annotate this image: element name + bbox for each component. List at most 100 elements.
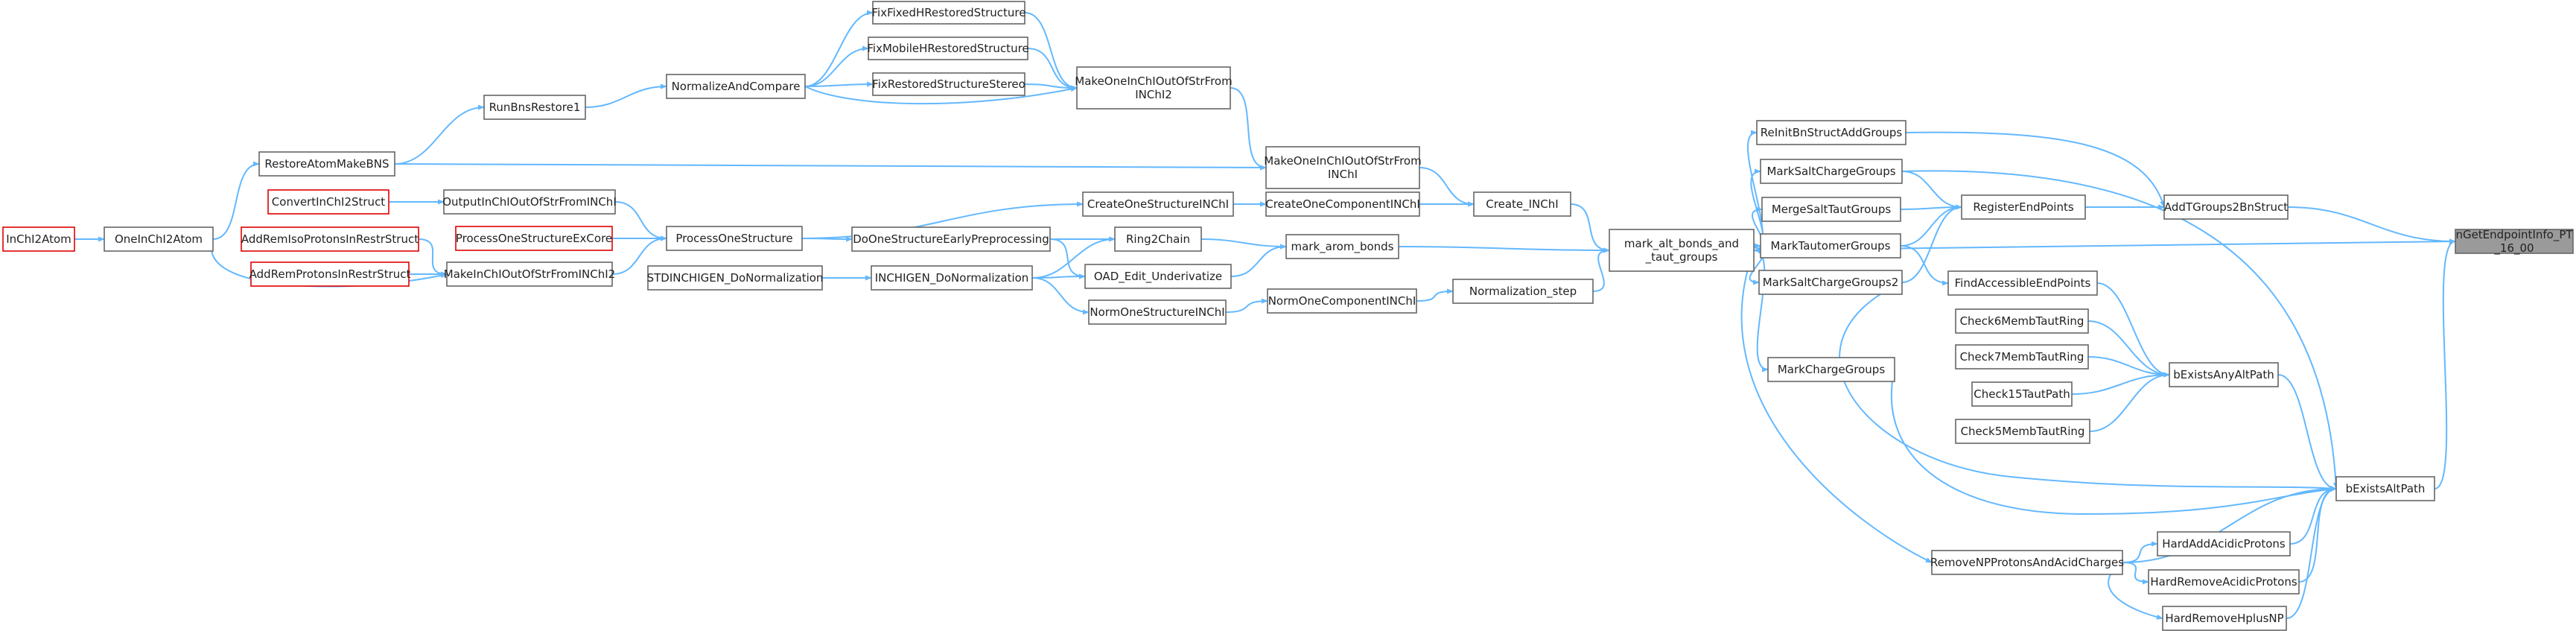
function-node[interactable]: ConvertInChI2Struct: [267, 189, 389, 215]
edge-line: [1027, 48, 1078, 91]
node-label: MergeSaltTautGroups: [1772, 203, 1892, 216]
function-node[interactable]: bExistsAnyAltPath: [2169, 362, 2279, 387]
edge-n12-n14: [418, 238, 448, 277]
function-node[interactable]: mark_arom_bonds: [1285, 234, 1399, 259]
function-node[interactable]: ProcessOneStructureExCore: [455, 226, 613, 251]
function-node[interactable]: AddTGroups2BnStruct: [2163, 194, 2289, 220]
edge-line: [1031, 277, 1090, 315]
function-node[interactable]: ReInitBnStructAddGroups: [1756, 120, 1906, 145]
node-box: [1767, 357, 1895, 382]
function-node[interactable]: RestoreAtomMakeBNS: [258, 151, 395, 177]
function-node[interactable]: NormOneStructureINChI: [1088, 299, 1227, 325]
function-node[interactable]: HardRemoveAcidicProtons: [2148, 569, 2300, 594]
node-label: FixMobileHRestoredStructure: [867, 42, 1028, 55]
function-node[interactable]: CreateOneComponentINChI: [1265, 191, 1420, 217]
function-node[interactable]: FixFixedHRestoredStructure: [872, 1, 1026, 25]
node-label: FindAccessibleEndPoints: [1955, 276, 2091, 290]
edge-n39-n43: [2087, 320, 2170, 378]
edge-n2-n3: [394, 104, 485, 165]
function-node[interactable]: Ring2Chain: [1114, 226, 1202, 252]
function-node[interactable]: HardAddAcidicProtons: [2157, 531, 2291, 557]
function-node[interactable]: AddRemProtonsInRestrStruct: [249, 261, 411, 287]
function-node[interactable]: Create_INChI: [1473, 191, 1571, 217]
function-node[interactable]: FixMobileHRestoredStructure: [867, 37, 1029, 60]
function-node[interactable]: AddRemIsoProtonsInRestrStruct: [241, 226, 419, 252]
node-label: CreateOneStructureINChI: [1087, 197, 1229, 211]
node-label: bExistsAnyAltPath: [2173, 368, 2274, 381]
function-node[interactable]: Check6MembTautRing: [1955, 308, 2089, 334]
function-node[interactable]: MarkSaltChargeGroups2: [1758, 270, 1903, 295]
edge-n26-n28: [1416, 288, 1454, 302]
node-label: ProcessOneStructureExCore: [456, 232, 612, 245]
node-label: INCHIGEN_DoNormalization: [875, 271, 1029, 285]
node-label: MarkTautomerGroups: [1771, 239, 1891, 253]
edge-n46-n47: [2286, 486, 2337, 619]
node-label: OAD_Edit_Underivatize: [1094, 270, 1222, 284]
node-label: ReInitBnStructAddGroups: [1761, 126, 1903, 139]
edge-n40-n43: [2087, 356, 2170, 378]
node-box: [483, 95, 586, 120]
function-node[interactable]: ProcessOneStructure: [666, 226, 803, 251]
node-box: [1756, 120, 1906, 145]
edge-n33-n38: [1900, 245, 1949, 286]
node-box: [666, 226, 803, 251]
function-node[interactable]: Check5MembTautRing: [1955, 419, 2090, 444]
edges-layer: [74, 10, 2456, 620]
function-node[interactable]: NormalizeAndCompare: [666, 74, 806, 99]
node-box: [2455, 229, 2574, 254]
function-node[interactable]: OutputInChIOutOfStrFromINChI: [442, 189, 617, 215]
edge-line: [2122, 486, 2337, 563]
function-node[interactable]: MergeSaltTautGroups: [1761, 197, 1901, 222]
node-box: [443, 189, 616, 215]
function-node[interactable]: OneInChI2Atom: [104, 226, 214, 252]
function-node[interactable]: DoOneStructureEarlyPreprocessing: [851, 226, 1051, 252]
function-node[interactable]: bExistsAltPath: [2335, 476, 2435, 501]
function-node[interactable]: FindAccessibleEndPoints: [1947, 270, 2098, 296]
edge-line: [804, 86, 1078, 105]
edge-n16-n20: [801, 201, 1084, 239]
function-node[interactable]: INCHIGEN_DoNormalization: [871, 265, 1033, 291]
edge-line: [1570, 203, 1610, 253]
node-label: NormOneStructureINChI: [1090, 305, 1224, 319]
edge-n7-n8: [1024, 83, 1078, 91]
function-node[interactable]: FixRestoredStructureStereo: [872, 72, 1025, 96]
edge-line: [1890, 369, 2337, 516]
edge-n4-n6: [804, 45, 869, 87]
function-node[interactable]: Check7MembTautRing: [1955, 344, 2089, 370]
node-box: [267, 189, 389, 215]
function-node[interactable]: NormOneComponentINChI: [1267, 288, 1417, 314]
function-node[interactable]: STDINCHIGEN_DoNormalization: [647, 265, 824, 291]
function-node[interactable]: MarkTautomerGroups: [1760, 233, 1901, 259]
function-node[interactable]: mark_alt_bonds_and_taut_groups: [1609, 229, 1755, 272]
edge-line: [2122, 562, 2149, 585]
edge-n4-n5: [804, 10, 874, 87]
edge-line: [394, 104, 485, 165]
edge-line: [1901, 170, 2339, 489]
edge-n18-n22: [1031, 273, 1086, 279]
node-label: RunBnsRestore1: [489, 101, 581, 114]
function-node[interactable]: RegisterEndPoints: [1961, 194, 2086, 220]
node-box: [1285, 234, 1399, 259]
function-node[interactable]: MarkSaltChargeGroups: [1760, 159, 1903, 184]
function-node[interactable]: CreateOneStructureINChI: [1082, 191, 1234, 217]
node-label: FixFixedHRestoredStructure: [872, 6, 1026, 19]
function-node[interactable]: OAD_Edit_Underivatize: [1084, 264, 1232, 289]
function-node[interactable]: MakeInChIOutOfStrFromINChI2: [444, 261, 615, 287]
function-node[interactable]: InChI2Atom: [2, 226, 75, 252]
node-box: [2, 226, 75, 252]
function-node[interactable]: MarkChargeGroups: [1767, 357, 1895, 382]
function-node[interactable]: RemoveNPProtonsAndAcidCharges: [1930, 550, 2124, 575]
function-node[interactable]: RunBnsRestore1: [483, 95, 586, 120]
node-label: RemoveNPProtonsAndAcidCharges: [1930, 556, 2124, 569]
function-node[interactable]: Check15TautPath: [1971, 381, 2073, 407]
function-node[interactable]: Normalization_step: [1452, 279, 1594, 304]
node-box: [1084, 264, 1232, 289]
node-label: Normalization_step: [1469, 285, 1577, 299]
edge-n34-n47: [1839, 282, 2337, 492]
function-node[interactable]: HardRemoveHplusNP: [2162, 606, 2287, 631]
function-node[interactable]: nGetEndpointInfo_PT_16_00: [2455, 228, 2574, 256]
edge-line: [212, 161, 260, 240]
edge-n11-n16: [614, 201, 667, 241]
